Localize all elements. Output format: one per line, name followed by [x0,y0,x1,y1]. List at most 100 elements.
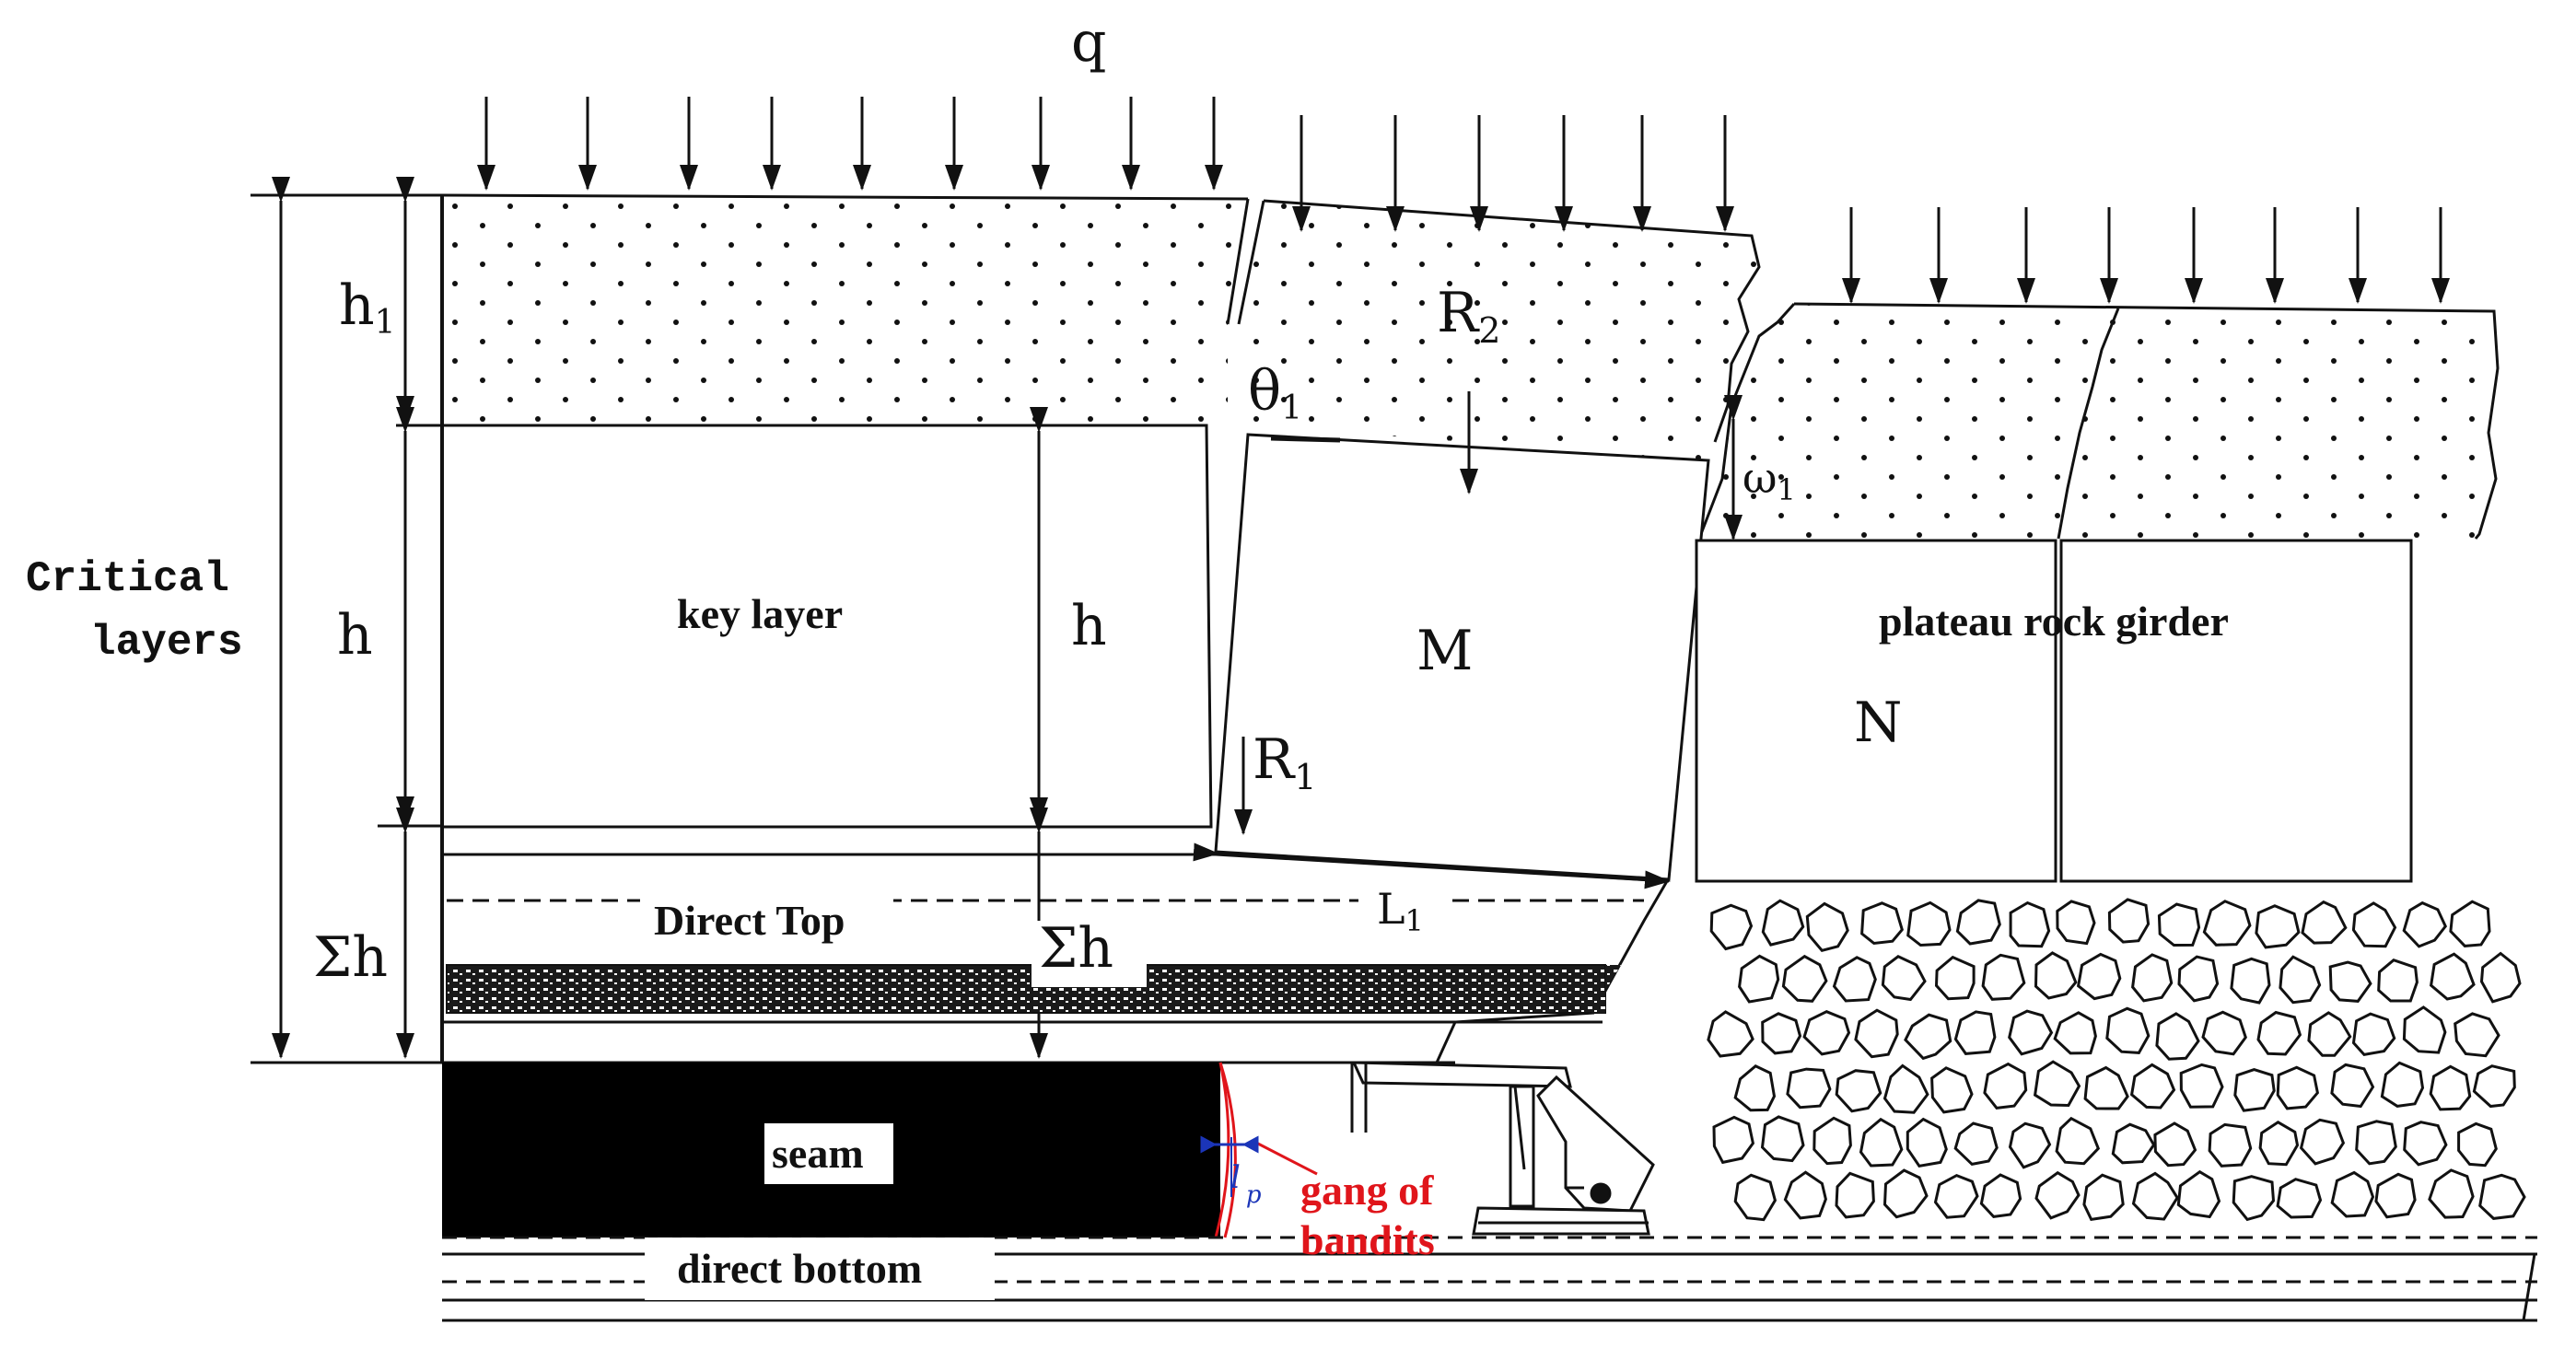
l1-label-bg [1358,879,1446,936]
rubble-block [2328,960,2372,1003]
goaf-rubble [1707,898,2526,1222]
rubble-block [2153,1121,2197,1168]
rubble-block [2402,1005,2447,1054]
rubble-block [2008,1009,2054,1056]
direct-bottom-label-bg [645,1238,995,1300]
rubble-block [2201,1010,2247,1056]
rubble-block [2301,900,2348,945]
label-gang-line2: bandits [1300,1216,1435,1263]
rubble-block [2034,951,2078,1000]
label-direct-top: Direct Top [654,897,845,944]
rubble-block [2131,1171,2179,1221]
rubble-block [2202,900,2252,947]
rubble-block [1761,1012,1802,1055]
rubble-block [1760,1115,1805,1163]
rubble-block [1835,1171,1875,1219]
rubble-block [2299,1118,2346,1166]
rubble-block [2374,1172,2417,1219]
rubble-block [2008,1121,2052,1169]
rubble-block [2355,1120,2397,1166]
rubble-block [2428,1168,2475,1219]
rubble-block [2179,1063,2224,1109]
rubble-block [2111,1122,2156,1165]
plateau-rock-girder [1695,539,2413,883]
rubble-block [2454,1012,2500,1058]
rubble-block [1933,1173,1979,1219]
rubble-block [1882,1063,1929,1114]
label-key-layer: key layer [677,590,843,637]
rubble-block [2129,1063,2176,1110]
rubble-block [2402,901,2448,948]
rubble-block [1835,1069,1882,1113]
rubble-block [1906,1117,1948,1168]
rubble-block [2429,1064,2472,1111]
rubble-block [1953,1121,1999,1167]
rubble-block [1854,1008,1899,1059]
rubble-block [1882,1168,1929,1219]
rubble-block [1805,901,1849,952]
rubble-block [2258,1121,2300,1167]
rubble-block [1904,1013,1952,1061]
rubble-block [2033,1060,2081,1108]
rubble-block [2233,1068,2276,1112]
rubble-block [2351,1012,2396,1057]
rubble-block [2255,904,2301,949]
rubble-block [2279,955,2322,1005]
rubble-block [1860,901,1904,946]
rubble-block [2472,1064,2516,1109]
rubble-block [2034,1170,2081,1220]
rubble-block [1981,953,2026,1001]
label-r2: R2 [1437,281,1500,351]
rubble-block [1707,1010,1754,1058]
label-direct-bottom: direct bottom [677,1245,922,1292]
rubble-block [2131,953,2174,1003]
rubble-block [1881,955,1927,1002]
load-arrows [477,97,2450,304]
rubble-block [2076,952,2122,1001]
rubble-block [1859,1117,1904,1168]
rubble-block [2478,1173,2526,1220]
rubble-block [2083,1065,2129,1110]
label-h1: h1 [339,273,396,342]
rubble-block [2479,951,2522,1004]
rubble-block [1813,1116,1852,1166]
lp-marker [1200,1135,1259,1197]
coal-band-edge [1591,965,1621,1013]
rubble-block [2429,952,2476,1001]
rubble-block [1955,899,2001,946]
label-q: q [1071,10,1106,75]
rubble-block [1906,901,1952,947]
rubble-block [1930,1066,1974,1114]
rubble-block [2351,901,2397,948]
direct-top-label-bg [640,891,893,945]
rubble-block [2056,900,2096,946]
rubble-block [2232,1175,2276,1222]
rubble-block [1761,899,1805,947]
rubble-block [1781,954,1828,1003]
label-theta1: θ1 [1248,359,1302,427]
upper-stratum-right [1696,302,2500,540]
label-critical-layers-line2: layers [90,619,243,667]
theta-tick [1270,436,1341,443]
rubble-block [2330,1063,2375,1109]
rubble-block [2256,1010,2302,1056]
label-gang-line1: gang of [1300,1167,1434,1214]
rubble-block [1733,1064,1777,1112]
label-seam: seam [772,1130,864,1177]
rubble-block [2330,1170,2375,1218]
rubble-block [2055,1116,2101,1166]
dimension-lines-left [251,177,442,1064]
label-sumh-mid: Σh [1039,916,1113,981]
rubble-block [1709,903,1754,951]
label-sumh-left: Σh [313,925,388,990]
sumh-label-bg [1032,921,1147,987]
rubble-block [2105,1006,2151,1054]
seam-label-bg [764,1123,893,1184]
label-m: M [1416,619,1473,683]
rubble-block [1832,956,1877,1003]
rubble-block [1802,1010,1851,1056]
rubble-block [1738,954,1780,1004]
